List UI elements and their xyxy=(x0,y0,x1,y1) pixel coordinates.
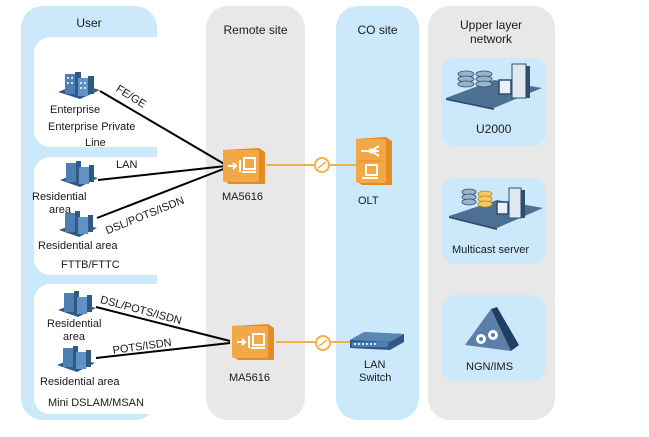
residential-area-label: area xyxy=(49,204,72,216)
upper-layer-title: Upper layer network xyxy=(459,18,523,46)
residential-area-label: Residential area xyxy=(38,240,118,252)
dsl-link-top xyxy=(96,167,227,219)
ma5616-device-icon xyxy=(232,324,274,360)
ma5616-bottom-label: MA5616 xyxy=(229,372,270,384)
residential-area-label: Residential xyxy=(32,191,87,203)
residential-area-label: area xyxy=(63,331,86,343)
lan-link xyxy=(97,165,227,181)
mini-dslam-msan-group xyxy=(34,284,190,414)
ma5616-top-label: MA5616 xyxy=(222,191,263,203)
enterprise-building-icon xyxy=(58,72,100,99)
olt-label: OLT xyxy=(358,195,379,207)
lan-switch-label-2: Switch xyxy=(359,372,392,384)
multicast-server-label: Multicast server xyxy=(452,244,530,256)
u2000-label: U2000 xyxy=(476,122,512,136)
enterprise-private-line-label-2: Line xyxy=(85,137,106,149)
residential-area-label: Residential area xyxy=(40,376,120,388)
u2000-server-icon xyxy=(446,63,542,110)
ngn-ims-icon xyxy=(465,307,519,351)
residential-building-icon xyxy=(59,211,97,237)
pots-isdn-link xyxy=(95,342,231,359)
lan-switch-icon xyxy=(350,332,404,350)
co-site-title: CO site xyxy=(357,23,398,37)
splitter-icon-top xyxy=(314,157,330,173)
co-site-column: CO site xyxy=(336,6,419,420)
enterprise-label: Enterprise xyxy=(50,104,101,116)
residential-building-icon xyxy=(58,291,96,317)
splitter-icon-bottom xyxy=(315,335,331,351)
ngn-ims-label: NGN/IMS xyxy=(466,361,514,373)
fttb-fttc-group xyxy=(34,157,190,275)
residential-building-icon xyxy=(60,161,98,187)
residential-area-label: Residential xyxy=(47,318,102,330)
lan-switch-label-1: LAN xyxy=(364,359,386,371)
multicast-server-icon xyxy=(449,187,543,230)
residential-building-icon xyxy=(57,346,95,372)
ma5616-device-icon xyxy=(223,148,265,184)
dsl-link-bottom xyxy=(95,306,231,342)
fttb-fttc-label: FTTB/FTTC xyxy=(61,259,120,271)
lan-label: LAN xyxy=(116,159,138,171)
remote-site-title: Remote site xyxy=(223,23,288,37)
olt-device-icon xyxy=(356,137,392,185)
user-column-title: User xyxy=(76,16,102,30)
fe-ge-link xyxy=(99,90,227,166)
enterprise-private-line-label-1: Enterprise Private xyxy=(48,121,136,133)
mini-dslam-msan-label: Mini DSLAM/MSAN xyxy=(48,397,144,409)
